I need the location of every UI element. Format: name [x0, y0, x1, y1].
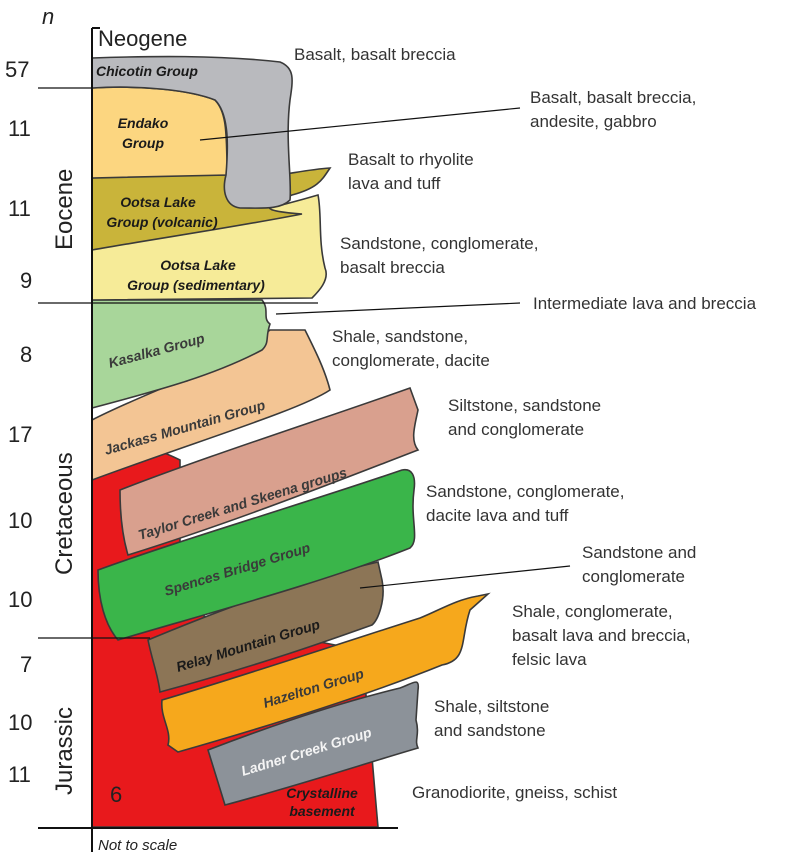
count-jackass: 17: [8, 422, 32, 447]
lith-spences-2: dacite lava and tuff: [426, 506, 569, 525]
lith-ladner-2: and sandstone: [434, 721, 546, 740]
lith-endako-2: andesite, gabbro: [530, 112, 657, 131]
neogene-label: Neogene: [98, 26, 187, 51]
lith-ootsa-volcanic-1: Basalt to rhyolite: [348, 150, 474, 169]
count-ootsa-volcanic: 11: [8, 196, 31, 221]
scale-note: Not to scale: [98, 837, 177, 852]
n-header: n: [42, 4, 54, 29]
leader-kasalka: [276, 303, 520, 314]
lith-ootsa-volcanic-2: lava and tuff: [348, 174, 441, 193]
leader-relay: [360, 566, 570, 588]
period-eocene: Eocene: [51, 169, 78, 250]
label-ootsa-sedimentary-line2: Group (sedimentary): [127, 277, 265, 293]
lith-ootsa-sedimentary-1: Sandstone, conglomerate,: [340, 234, 538, 253]
lith-jackass-1: Shale, sandstone,: [332, 327, 468, 346]
lith-endako-1: Basalt, basalt breccia,: [530, 88, 696, 107]
label-endako-line1: Endako: [118, 115, 169, 131]
label-crystalline-line2: basement: [289, 803, 356, 819]
lith-jackass-2: conglomerate, dacite: [332, 351, 490, 370]
count-kasalka: 8: [20, 342, 32, 367]
count-spences: 10: [8, 587, 32, 612]
count-relay: 7: [20, 652, 32, 677]
lith-hazelton-3: felsic lava: [512, 650, 587, 669]
lith-relay-2: conglomerate: [582, 567, 685, 586]
lith-hazelton-1: Shale, conglomerate,: [512, 602, 673, 621]
count-ladner: 11: [8, 762, 31, 787]
lith-hazelton-2: basalt lava and breccia,: [512, 626, 691, 645]
label-chicotin-group: Chicotin Group: [96, 63, 198, 79]
count-chicotin: 57: [5, 57, 29, 82]
label-ootsa-sedimentary-line1: Ootsa Lake: [160, 257, 236, 273]
lith-taylor-1: Siltstone, sandstone: [448, 396, 601, 415]
count-endako: 11: [8, 116, 31, 141]
count-taylor: 10: [8, 508, 32, 533]
label-crystalline-line1: Crystalline: [286, 785, 358, 801]
lith-spences-1: Sandstone, conglomerate,: [426, 482, 624, 501]
lith-ootsa-sedimentary-2: basalt breccia: [340, 258, 445, 277]
lith-chicotin: Basalt, basalt breccia: [294, 45, 456, 64]
lith-ladner-1: Shale, siltstone: [434, 697, 549, 716]
unit-endako-group: [92, 87, 228, 178]
count-hazelton: 10: [8, 710, 32, 735]
label-endako-line2: Group: [122, 135, 164, 151]
count-basement: 6: [110, 782, 122, 807]
lith-basement: Granodiorite, gneiss, schist: [412, 783, 617, 802]
period-cretaceous: Cretaceous: [51, 452, 78, 575]
lith-taylor-2: and conglomerate: [448, 420, 584, 439]
count-ootsa-sedimentary: 9: [20, 268, 32, 293]
period-jurassic: Jurassic: [51, 707, 78, 795]
label-ootsa-volcanic-line2: Group (volcanic): [106, 214, 218, 230]
lith-relay-1: Sandstone and: [582, 543, 696, 562]
lith-kasalka: Intermediate lava and breccia: [533, 294, 757, 313]
label-ootsa-volcanic-line1: Ootsa Lake: [120, 194, 196, 210]
